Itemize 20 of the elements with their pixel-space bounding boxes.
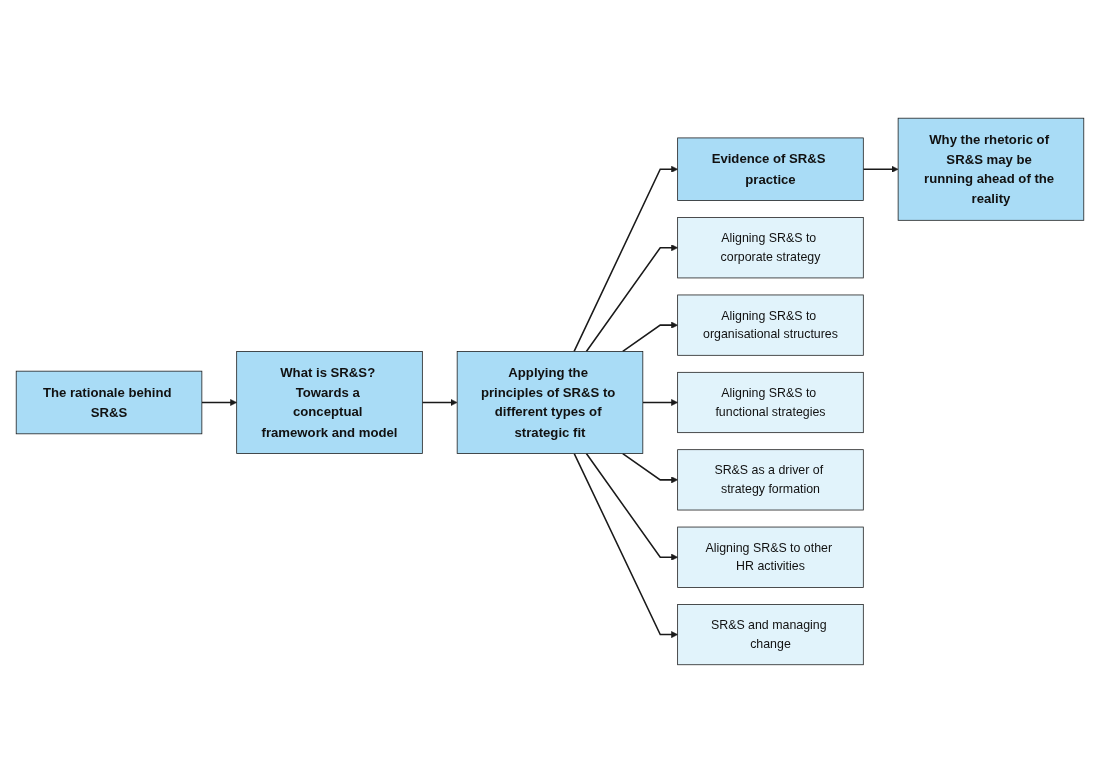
arrow bbox=[421, 398, 457, 406]
node-box: Why the rhetoric of SR&S may be running ahead of the reality bbox=[897, 117, 1084, 221]
arrow bbox=[200, 398, 237, 406]
node-box: What is SR&S? Towards a conceptual framework and model bbox=[235, 350, 423, 454]
arrow bbox=[572, 165, 678, 352]
arrow bbox=[585, 243, 678, 352]
node-box: Evidence of SR&S practice bbox=[676, 137, 864, 201]
arrow bbox=[585, 452, 678, 561]
node-box: Aligning SR&S to other HR activities bbox=[676, 526, 864, 588]
arrow bbox=[641, 398, 678, 406]
node-box: SR&S as a driver of strategy formation bbox=[676, 448, 864, 510]
arrow bbox=[862, 165, 898, 173]
arrow bbox=[572, 452, 678, 638]
node-box: The rationale behind SR&S bbox=[15, 370, 202, 434]
node-box: SR&S and managing change bbox=[676, 603, 864, 665]
arrow bbox=[621, 452, 678, 483]
node-box: Aligning SR&S to organisational structures bbox=[676, 294, 864, 356]
node-box: Applying the principles of SR&S to different types of strategic fit bbox=[456, 350, 643, 454]
node-box: Aligning SR&S to functional strategies bbox=[676, 371, 864, 433]
node-box: Aligning SR&S to corporate strategy bbox=[676, 216, 864, 278]
